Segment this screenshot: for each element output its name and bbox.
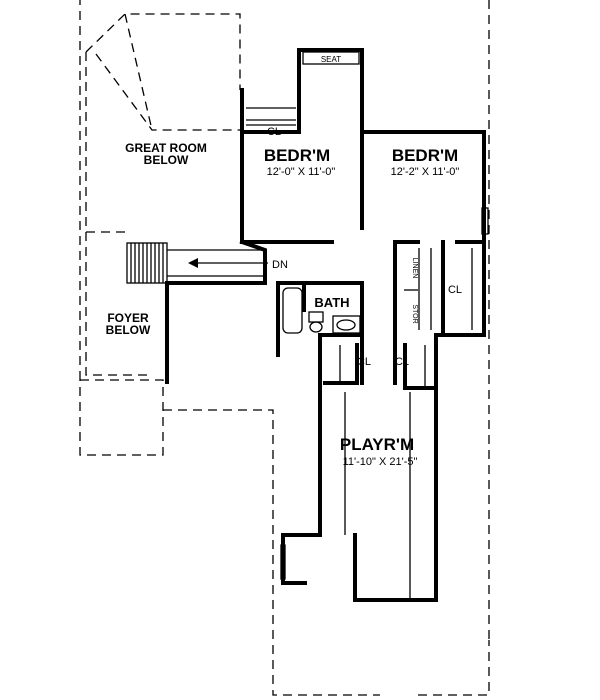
toilet-bowl	[309, 321, 323, 333]
vanity	[332, 315, 361, 334]
closet-mid-right-label: CL	[395, 356, 409, 368]
closet-top-label: CL	[267, 126, 281, 138]
playroom-size: 11'-10" X 21'-5"	[343, 456, 418, 468]
closet-right-label: CL	[448, 284, 462, 296]
bedroom-left-size: 12'-0" X 11'-0"	[267, 166, 336, 178]
great-room-below-label: BELOW	[144, 153, 189, 167]
linen-label: LINEN	[411, 258, 418, 279]
great-room-label: GREAT ROOM	[125, 141, 207, 155]
labels: GREAT ROOM BELOW FOYER BELOW BEDR'M 12'-…	[106, 55, 462, 468]
fixtures	[246, 51, 489, 598]
stair	[126, 242, 268, 284]
stair-arrow-icon	[188, 258, 198, 268]
foyer-below-label: BELOW	[106, 323, 151, 337]
bedroom-right-size: 12'-2" X 11'-0"	[391, 166, 460, 178]
toilet-tank	[308, 311, 324, 323]
seat-label: SEAT	[321, 55, 341, 64]
walls	[165, 48, 486, 602]
closet-mid-left-label: CL	[357, 356, 371, 368]
bedroom-right-name: BEDR'M	[392, 146, 458, 165]
foyer-label: FOYER	[107, 311, 149, 325]
window-seat	[302, 51, 360, 65]
outline-dashed	[79, 0, 490, 696]
storage-label: STOR	[411, 304, 418, 323]
stair-down-label: DN	[272, 259, 288, 271]
bedroom-left-name: BEDR'M	[264, 146, 330, 165]
bath-label: BATH	[314, 295, 349, 310]
playroom-name: PLAYR'M	[340, 435, 414, 454]
sink	[336, 319, 356, 331]
bathtub	[282, 287, 303, 334]
